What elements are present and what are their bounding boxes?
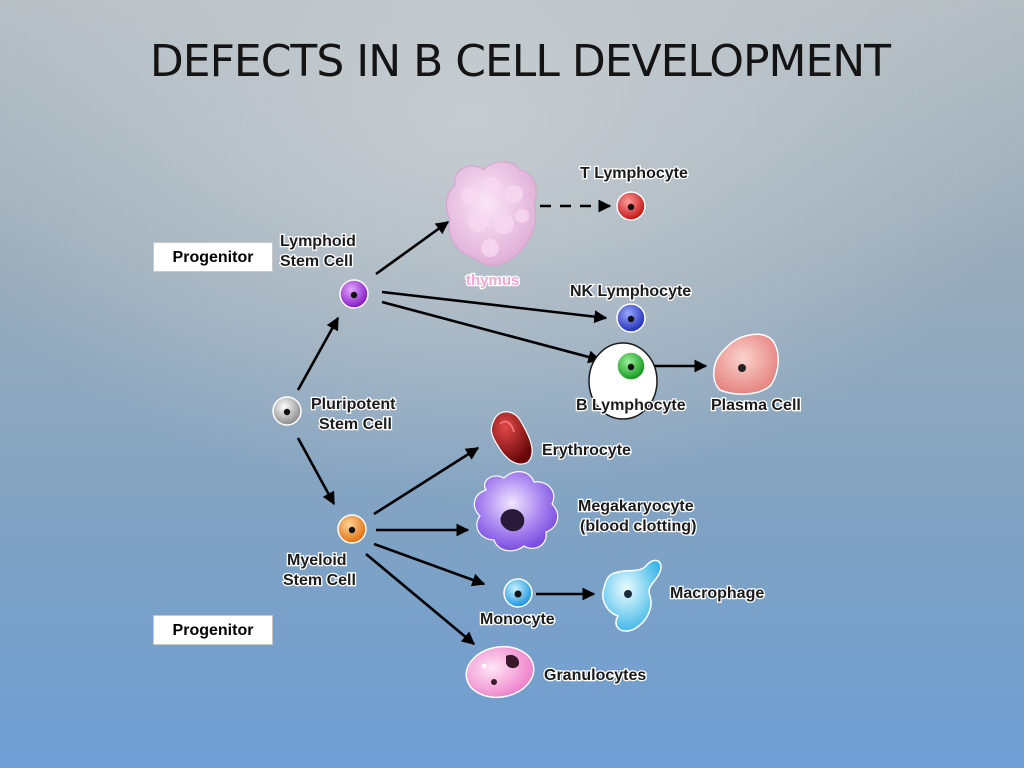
- arrow-lymphoid-to-thymus: [375, 220, 450, 276]
- plasma-cell-label: Plasma Cell: [711, 397, 801, 414]
- megakaryocyte-label-line2: (blood clotting): [580, 518, 696, 535]
- lymphoid-label-line1: Lymphoid: [280, 233, 356, 250]
- arrow-pluripotent-to-myeloid: [296, 437, 336, 506]
- nk-lymphocyte-label: NK Lymphocyte: [570, 283, 691, 300]
- pluripotent-stem-cell: [272, 396, 302, 426]
- erythrocyte-cell: [490, 411, 533, 465]
- arrow-lymphoid-to-b: [381, 300, 602, 364]
- thymus-icon: [446, 161, 537, 266]
- t-lymphocyte-cell: [616, 191, 646, 221]
- myeloid-label-line2: Stem Cell: [283, 572, 356, 589]
- arrow-myeloid-to-granulocytes: [365, 553, 475, 645]
- progenitor-tag-bottom: Progenitor: [153, 615, 273, 645]
- monocyte-label: Monocyte: [480, 611, 555, 628]
- thymus-label: thymus: [466, 272, 519, 289]
- lymphoid-label-line2: Stem Cell: [280, 253, 353, 270]
- macrophage-label: Macrophage: [670, 585, 764, 602]
- megakaryocyte-label-line1: Megakaryocyte: [578, 498, 694, 515]
- b-lymphocyte-label: B Lymphocyte: [576, 397, 686, 414]
- page-title: DEFECTS IN B CELL DEVELOPMENT: [149, 36, 891, 87]
- arrow-myeloid-to-monocyte: [373, 542, 486, 587]
- arrow-myeloid-to-erythrocyte: [373, 446, 480, 516]
- arrows: [296, 199, 708, 645]
- megakaryocyte-cell: [473, 471, 559, 552]
- lymphoid-stem-cell: [339, 279, 369, 309]
- myeloid-label-line1: Myeloid: [287, 552, 347, 569]
- t-lymphocyte-label: T Lymphocyte: [580, 165, 688, 182]
- granulocytes-label: Granulocytes: [544, 667, 646, 684]
- arrow-lymphoid-to-nk: [381, 290, 608, 324]
- pluripotent-label-line2: Stem Cell: [319, 416, 392, 433]
- granulocyte-cell: [465, 645, 535, 699]
- b-lymphocyte-cell: [616, 351, 646, 381]
- pluripotent-label-line1: Pluripotent: [311, 396, 396, 413]
- progenitor-tag-top: Progenitor: [153, 242, 273, 272]
- erythrocyte-label: Erythrocyte: [542, 442, 631, 459]
- macrophage-cell: [602, 559, 662, 632]
- myeloid-stem-cell: [337, 514, 367, 544]
- plasma-cell: [713, 333, 779, 395]
- nk-lymphocyte-cell: [616, 303, 646, 333]
- monocyte-cell: [503, 578, 533, 608]
- arrow-pluripotent-to-lymphoid: [296, 316, 340, 391]
